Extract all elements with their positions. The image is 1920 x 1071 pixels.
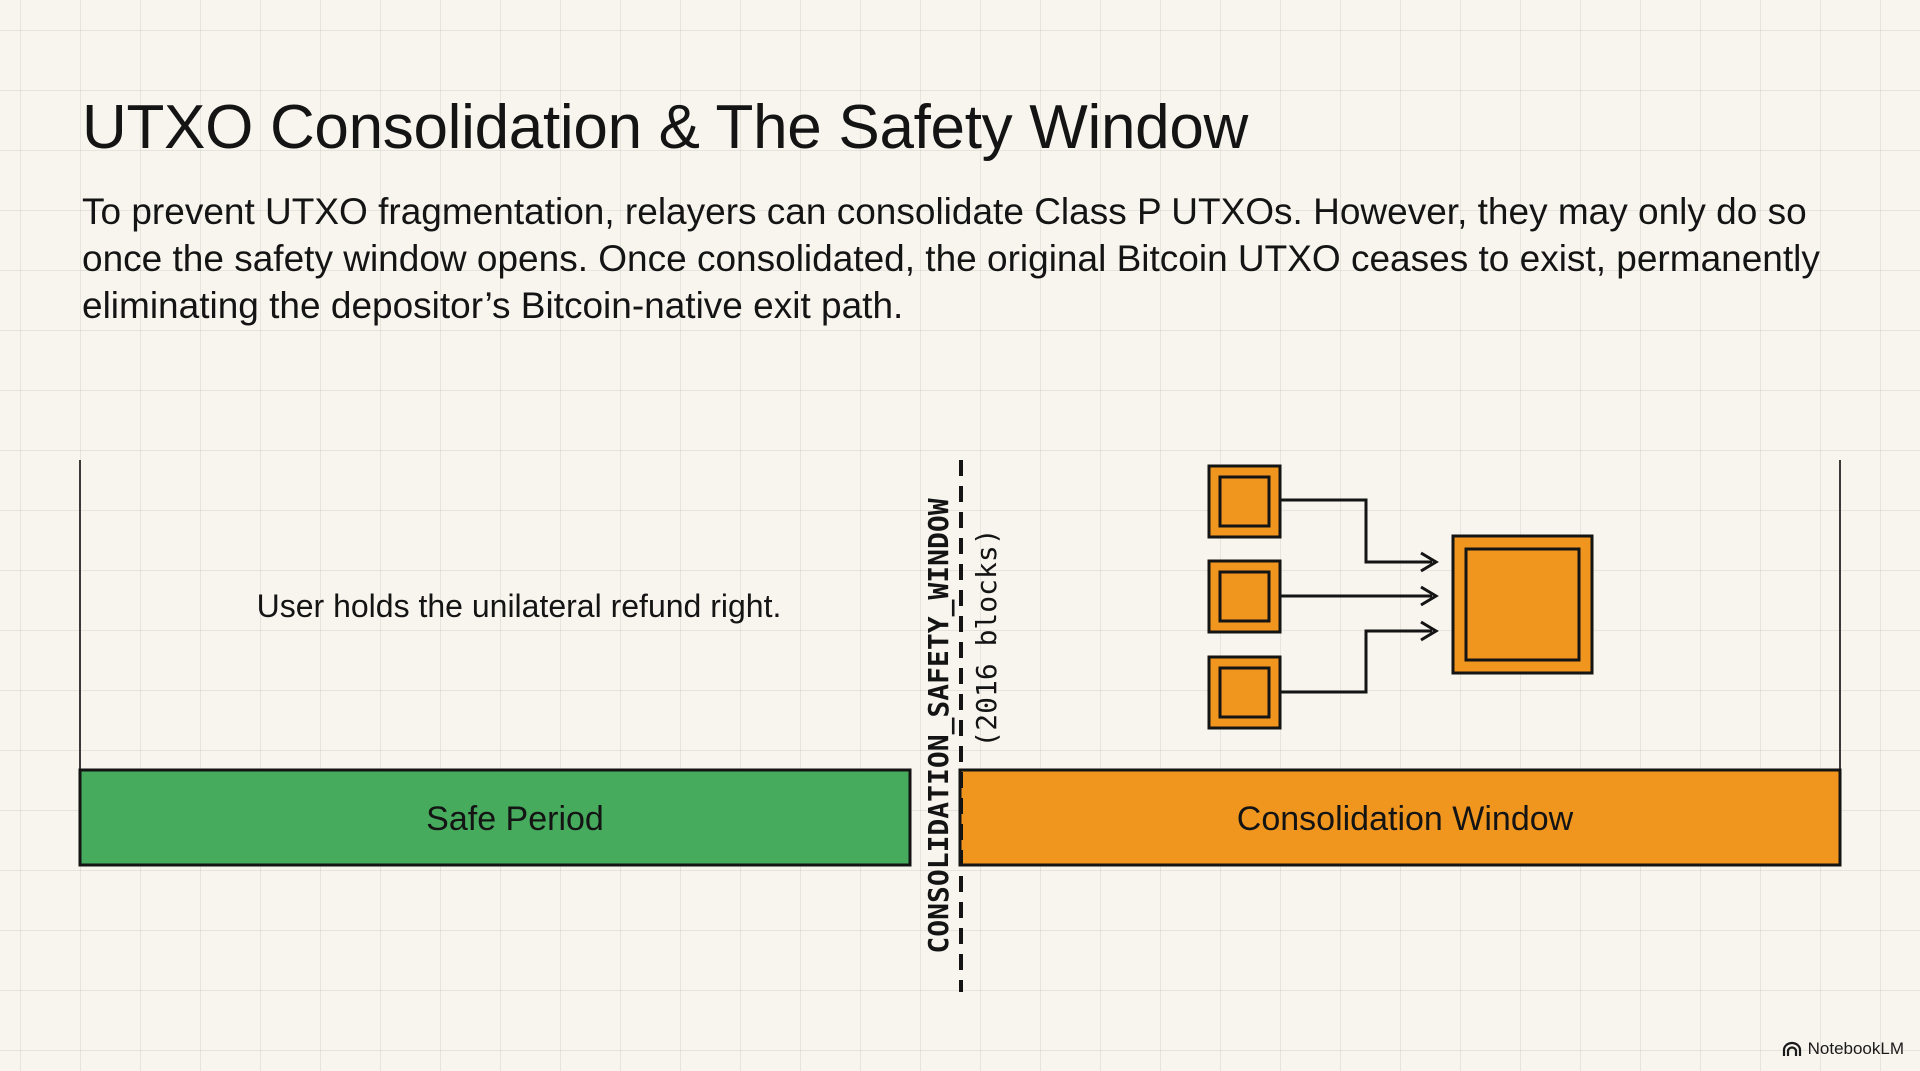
consolidated-utxo-icon	[1451, 534, 1594, 675]
safe-period-label: Safe Period	[426, 800, 604, 838]
safe-period-fill	[78, 768, 912, 867]
notebooklm-branding: NotebookLM	[1782, 1039, 1904, 1059]
notebooklm-logo-icon	[1782, 1041, 1801, 1056]
consolidation-arrow	[1280, 498, 1432, 564]
consolidation-arrow	[1280, 629, 1432, 694]
input-utxo-icon	[1207, 464, 1282, 539]
notebooklm-label: NotebookLM	[1807, 1039, 1904, 1058]
user-refund-note: User holds the unilateral refund right.	[257, 588, 782, 624]
consolidation-window-bar: Consolidation Window	[958, 768, 1842, 867]
consolidation-window-label: Consolidation Window	[1237, 800, 1574, 838]
utxo-consolidation-illustration	[1207, 464, 1594, 730]
safe-period-bar: Safe Period	[78, 768, 912, 867]
input-utxo-icon	[1207, 559, 1282, 634]
arrowhead-icon	[1420, 585, 1439, 607]
consolidation-window-fill	[958, 768, 1842, 867]
safety-window-blocks-label: (2016 blocks)	[970, 528, 1003, 747]
arrowhead-icon	[1420, 551, 1439, 573]
slide-title: UTXO Consolidation & The Safety Window	[82, 93, 1248, 162]
input-utxo-icon	[1207, 655, 1282, 730]
safety-window-boundary-label: CONSOLIDATION_SAFETY_WINDOW	[922, 498, 955, 953]
arrowhead-icon	[1420, 620, 1439, 642]
intro-paragraph: To prevent UTXO fragmentation, relayers …	[82, 191, 1820, 326]
